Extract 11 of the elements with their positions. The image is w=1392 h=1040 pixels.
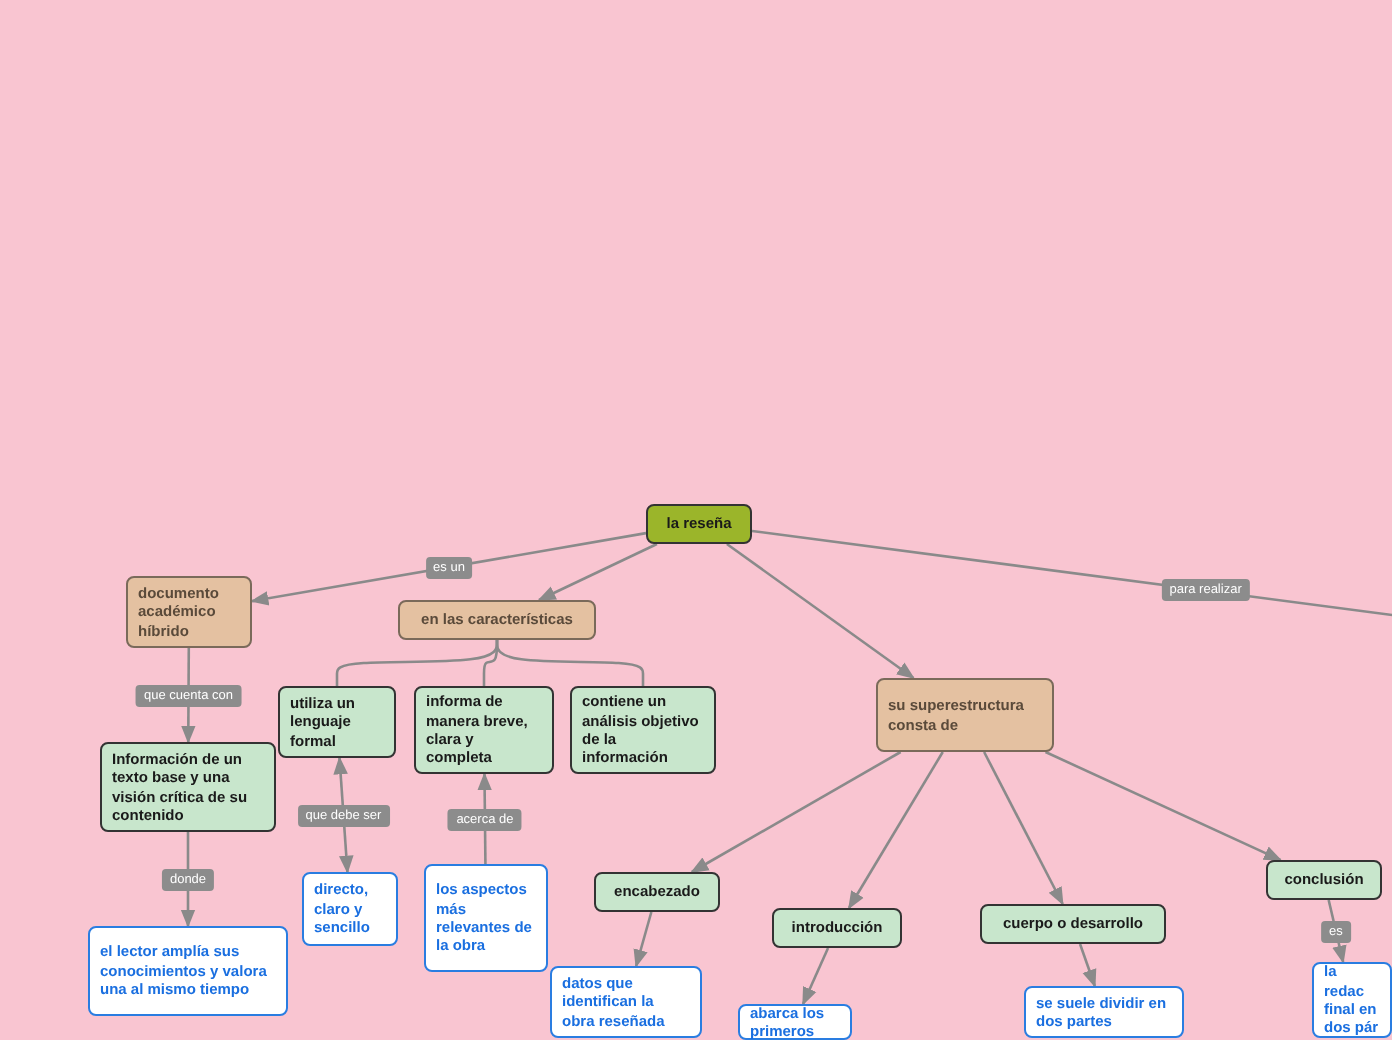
connector-arrow	[1044, 750, 1283, 862]
connector-arrow	[801, 947, 830, 1006]
connector-arrow	[250, 531, 647, 606]
connector-arrow	[633, 911, 653, 968]
connector-arrow	[726, 542, 915, 680]
connector-arrow	[1078, 943, 1097, 988]
connector-arrow	[690, 750, 902, 874]
connector-arrow	[982, 751, 1064, 906]
connector-arrow	[847, 751, 944, 910]
connector-arrow	[1327, 899, 1347, 964]
connector-arrow	[537, 542, 658, 602]
